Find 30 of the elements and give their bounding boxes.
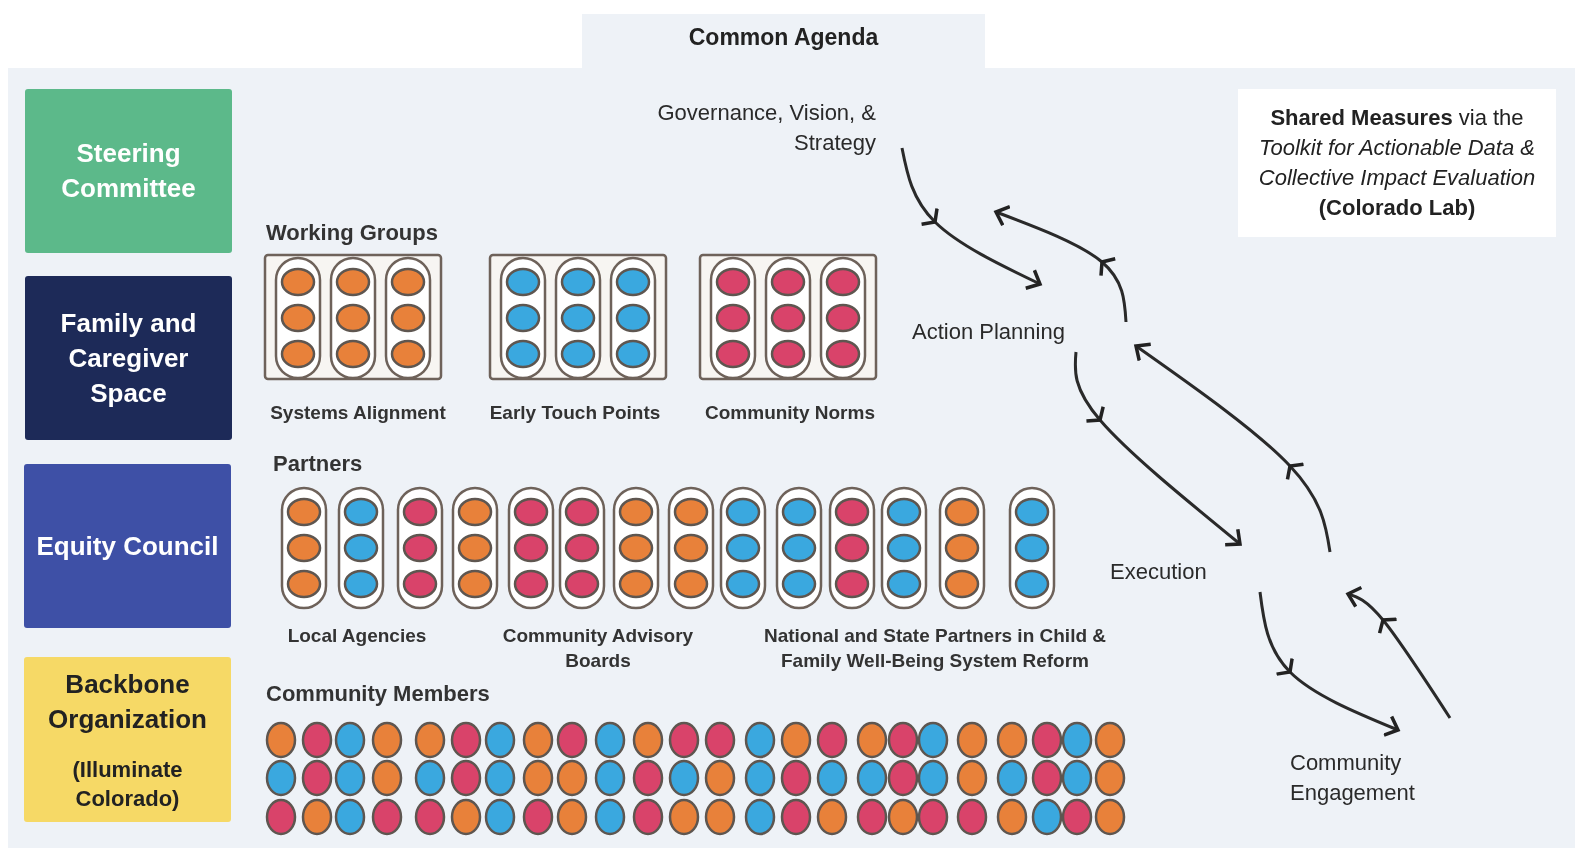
role-title: Steering Committee <box>60 137 197 205</box>
panel-title: Common Agenda <box>687 24 880 51</box>
role-box <box>25 89 232 253</box>
section-heading: Community Members <box>266 681 491 706</box>
stage-label: Community Engagement <box>1290 749 1416 807</box>
role-box <box>25 276 232 440</box>
note-text: Shared Measures via the Toolkit for Actionable Data & Collective Impact Evaluation (Colorado Lab) <box>1257 104 1537 222</box>
group-caption: Community Norms <box>704 401 876 425</box>
cycle-arrow <box>1073 351 1242 547</box>
stage-label: Execution <box>1110 558 1207 586</box>
section-heading: Working Groups <box>266 220 439 245</box>
stage-label: Action Planning <box>912 318 1065 346</box>
cycle-arrow <box>993 205 1128 323</box>
role-box <box>24 657 231 822</box>
section-heading: Partners <box>273 451 364 476</box>
role-title: Family and Caregiver Space <box>59 306 198 410</box>
cycle-arrow <box>1345 586 1452 719</box>
role-title: Backbone Organization <box>47 667 208 736</box>
group-caption: Early Touch Points <box>488 401 662 425</box>
group-caption: Local Agencies <box>286 624 428 648</box>
stage-label: Governance, Vision, & Strategy <box>656 99 876 157</box>
cycle-arrow <box>900 147 1043 290</box>
cycle-arrow <box>1258 591 1401 737</box>
role-subtitle: (Illuminate Colorado) <box>71 755 184 813</box>
cycle-arrow <box>1133 342 1332 553</box>
group-caption: National and State Partners in Child & Family Well-Being System Reform <box>762 624 1108 673</box>
group-caption: Systems Alignment <box>269 401 447 425</box>
group-caption: Community Advisory Boards <box>501 624 695 673</box>
role-title: Equity Council <box>35 529 220 563</box>
role-box <box>24 464 231 628</box>
